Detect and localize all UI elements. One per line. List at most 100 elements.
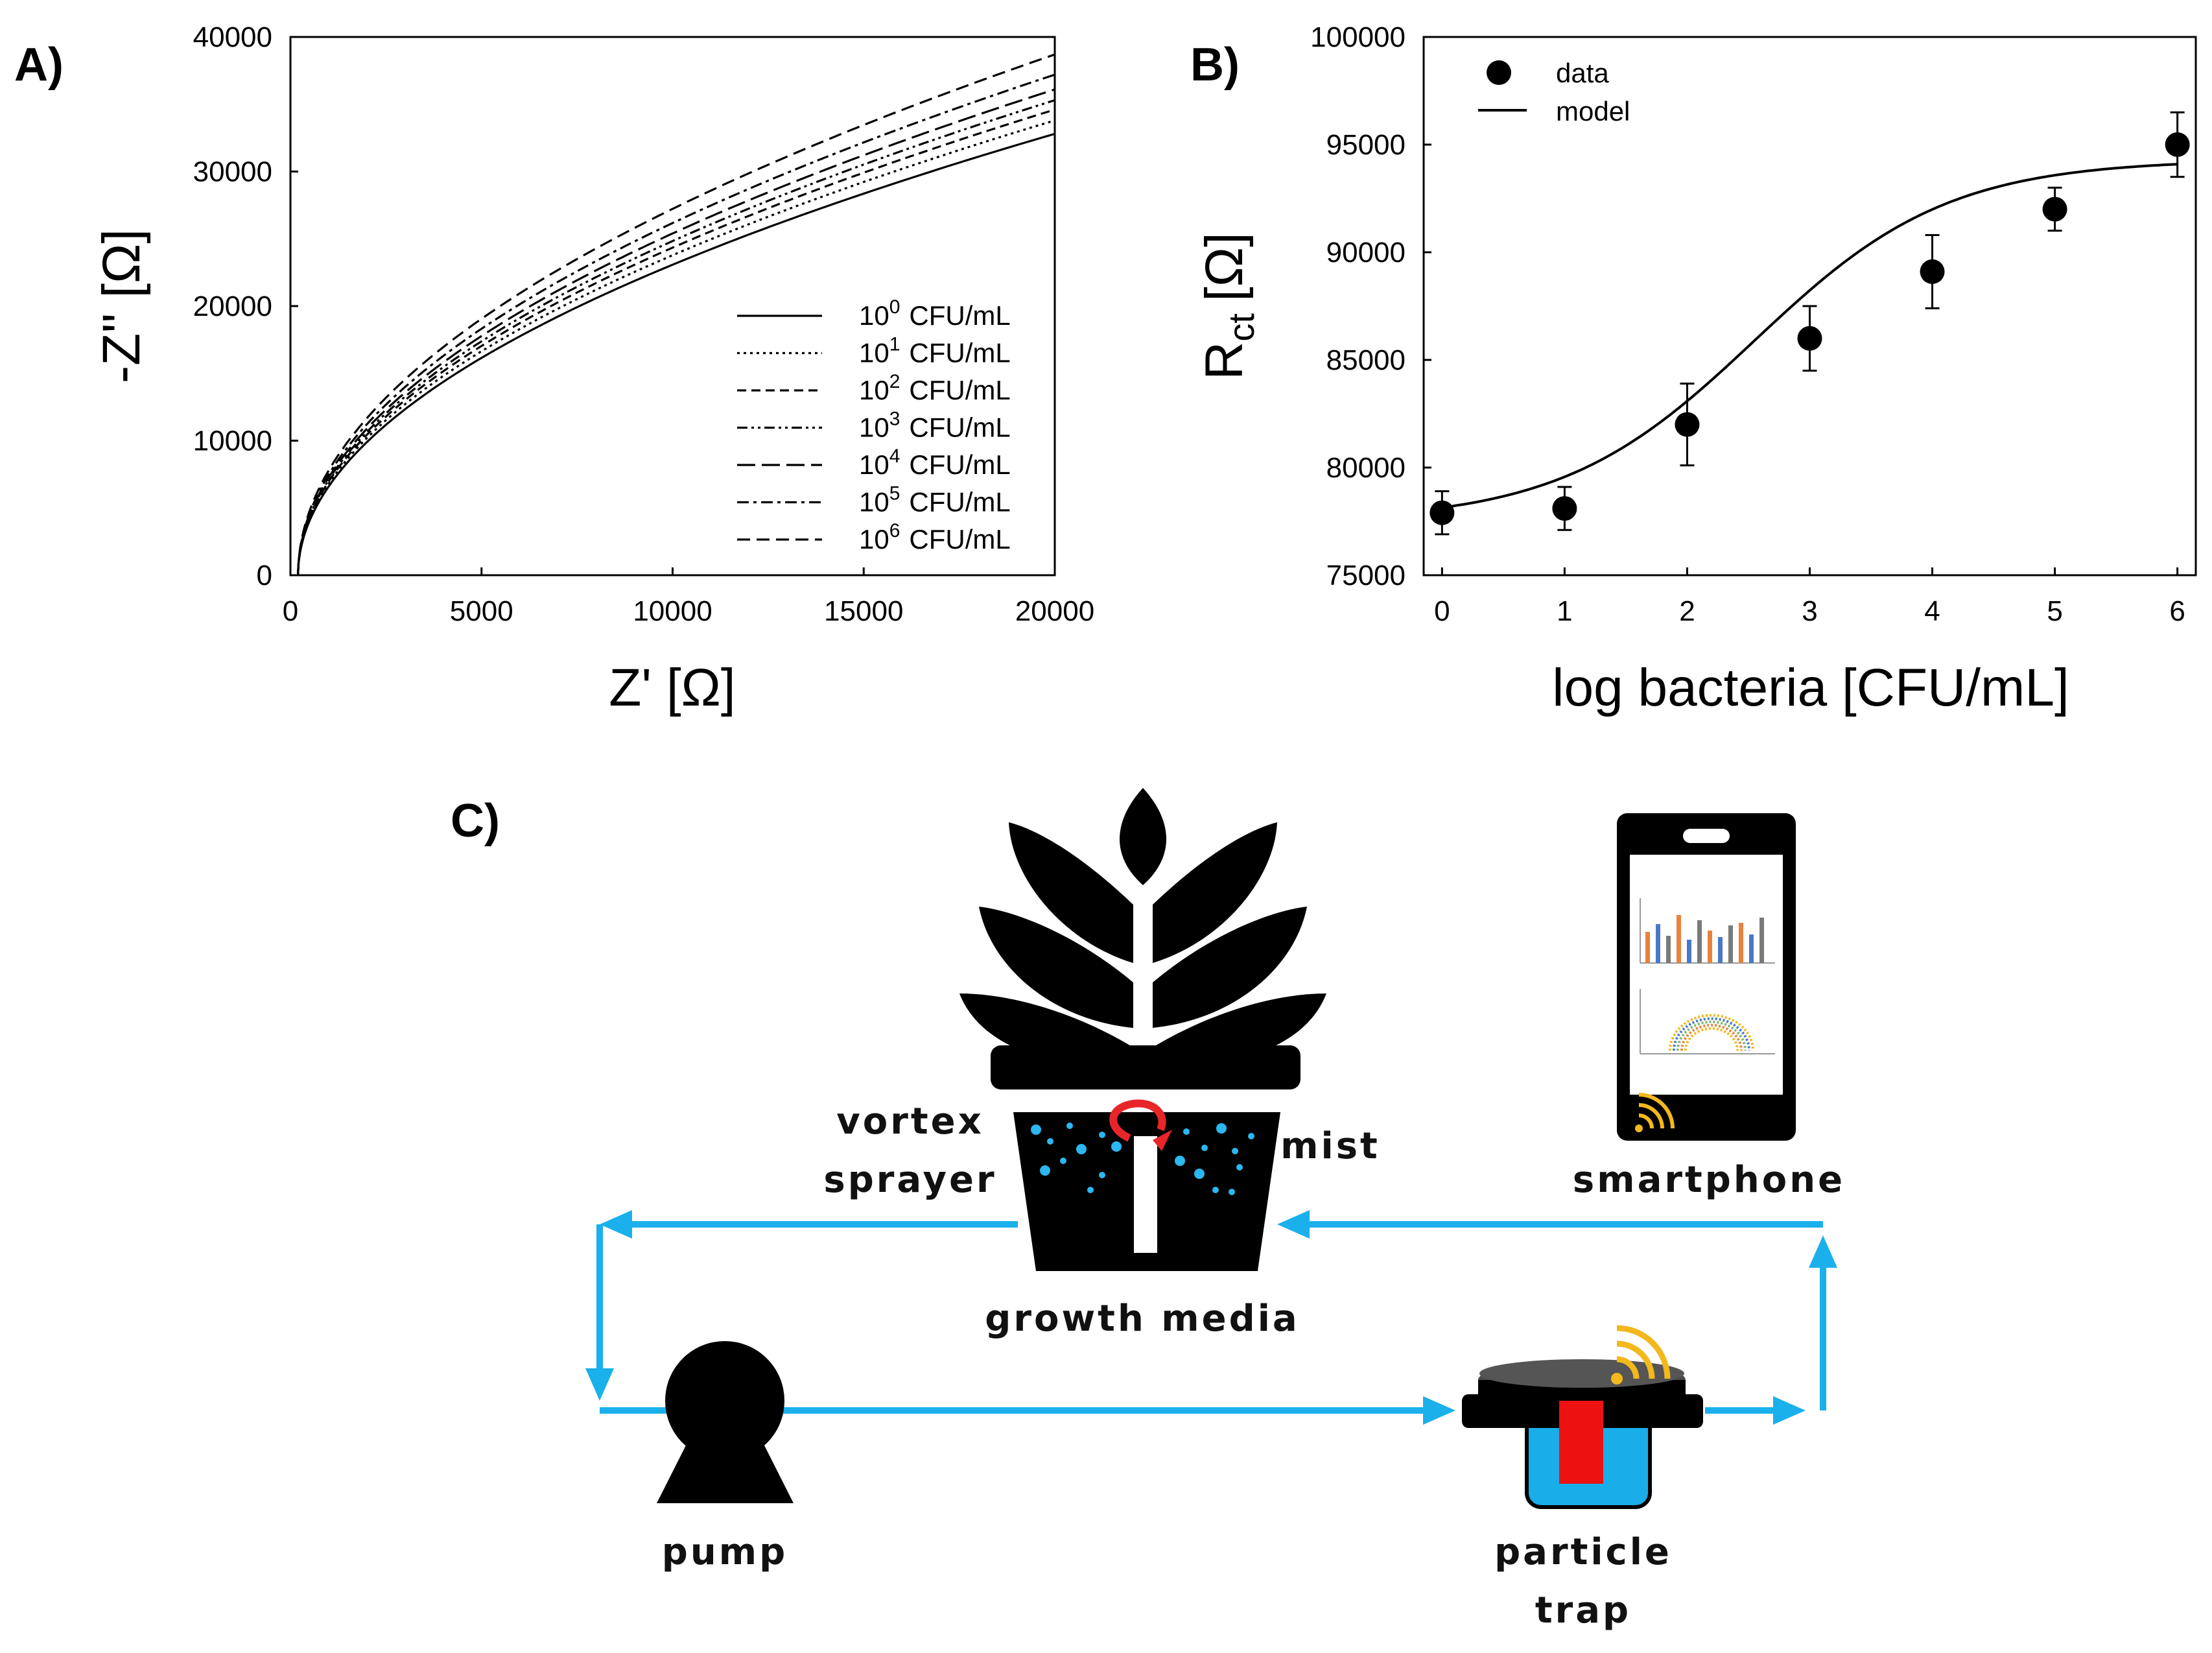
- label-smartphone: smartphone: [1573, 1159, 1845, 1201]
- chart-a-x-tick-label: 20000: [1015, 595, 1094, 627]
- legend-unit: CFU/mL: [909, 300, 1010, 331]
- chart-b-x-tick-label: 3: [1802, 595, 1817, 627]
- legend-exponent: 6: [889, 520, 900, 541]
- trap-wifi-dot: [1611, 1373, 1623, 1385]
- label-sprayer: sprayer: [823, 1159, 996, 1201]
- smartphone-icon: [1617, 813, 1796, 1141]
- label-vortex: vortex: [836, 1100, 983, 1143]
- mist-droplet: [1183, 1128, 1190, 1135]
- phone-wifi-icon: [1635, 1093, 1675, 1132]
- panel-b-label: B): [1190, 39, 1240, 91]
- phone-bar: [1759, 918, 1764, 963]
- pump-head: [665, 1341, 784, 1460]
- phone-bar: [1749, 934, 1754, 963]
- chart-b-y-tick-label: 80000: [1326, 452, 1406, 484]
- legend-exponent: 3: [889, 409, 900, 430]
- mist-droplet: [1248, 1133, 1254, 1139]
- phone-wifi-dot: [1635, 1124, 1643, 1132]
- arrowhead-trap-out: [1773, 1396, 1806, 1425]
- chart-b-data-point: [2042, 196, 2067, 222]
- mist-droplet: [1175, 1156, 1185, 1166]
- chart-b-ylabel-sub: ct: [1221, 313, 1262, 342]
- legend-base: 10: [859, 449, 889, 480]
- chart-a-series-line: [297, 132, 1055, 575]
- arrowhead-to-trap: [1423, 1396, 1455, 1425]
- mist-droplet: [1201, 1145, 1208, 1151]
- phone-bar: [1728, 925, 1733, 963]
- legend-exponent: 0: [889, 296, 900, 318]
- trap-wifi-icon: [1611, 1325, 1671, 1385]
- legend-base: 10: [859, 375, 889, 405]
- phone-wifi-arc-3: [1638, 1093, 1675, 1129]
- mist-droplets: [1031, 1123, 1254, 1195]
- chart-b-y-tick-label: 95000: [1326, 129, 1406, 161]
- chart-b-data-point: [2165, 132, 2190, 157]
- phone-bar: [1677, 915, 1681, 963]
- mist-droplet: [1099, 1132, 1105, 1138]
- arrowhead-left-top: [600, 1210, 632, 1239]
- chart-a-y-tick-label: 0: [257, 560, 272, 591]
- phone-plot-arc: [1673, 1017, 1750, 1051]
- mist-droplet: [1194, 1169, 1205, 1179]
- chart-a-series-line: [297, 88, 1055, 575]
- chart-b-legend: data model: [1478, 58, 1630, 126]
- legend-data-marker: [1487, 60, 1511, 85]
- arrowhead-right-up: [1809, 1235, 1837, 1268]
- chart-a-series-line: [297, 53, 1055, 575]
- phone-bar: [1645, 932, 1650, 963]
- chart-b-data-point: [1797, 326, 1822, 351]
- vortex-arrowhead: [1153, 1130, 1172, 1151]
- label-particle: particle: [1494, 1531, 1672, 1573]
- phone-bar: [1718, 937, 1723, 963]
- chart-a-x-tick-label: 5000: [450, 595, 513, 627]
- chart-a-xlabel: Z' [Ω]: [609, 658, 735, 717]
- legend-base: 10: [859, 338, 889, 368]
- mist-droplet: [1031, 1124, 1041, 1135]
- legend-unit: CFU/mL: [909, 412, 1010, 443]
- chart-b-ylabel: Rct[Ω]: [1195, 232, 1262, 380]
- legend-base: 10: [859, 524, 889, 554]
- trap-wifi-arc-3: [1616, 1325, 1671, 1379]
- pot-rim: [991, 1045, 1300, 1089]
- phone-screen-nyquist-plot: [1640, 989, 1775, 1054]
- mist-droplet: [1229, 1189, 1235, 1195]
- phone-wifi-arc-2: [1638, 1103, 1664, 1129]
- arrowhead-left-down: [585, 1368, 614, 1401]
- mist-droplet: [1087, 1187, 1094, 1193]
- mist-droplet: [1066, 1123, 1073, 1129]
- trap-sensor: [1559, 1401, 1603, 1484]
- mist-droplet: [1236, 1164, 1243, 1171]
- phone-bar: [1739, 923, 1743, 963]
- chart-b-ylabel-main: R: [1195, 342, 1254, 380]
- mist-droplet: [1111, 1141, 1122, 1152]
- chart-b-y-tick-label: 75000: [1326, 560, 1406, 591]
- chart-a-ylabel: -Z'' [Ω]: [92, 229, 151, 383]
- system-diagram: vortex sprayer mist growth media smartph…: [585, 788, 1845, 1632]
- chart-b-points: [1430, 111, 2190, 536]
- mist-droplet: [1060, 1158, 1066, 1164]
- panel-c-label: C): [451, 795, 500, 847]
- phone-bar: [1656, 924, 1660, 963]
- phone-screen-bar-chart: [1640, 898, 1775, 964]
- mist-droplet: [1047, 1138, 1053, 1145]
- mist-droplet: [1040, 1165, 1050, 1176]
- pump-base: [657, 1436, 794, 1503]
- chart-b-x-tick-label: 6: [2169, 595, 2185, 627]
- chart-b-x-tick-label: 5: [2047, 595, 2062, 627]
- legend-model-label: model: [1556, 96, 1630, 126]
- chart-a-x-tick-label: 15000: [824, 595, 903, 627]
- phone-wifi-arc-1: [1638, 1113, 1654, 1129]
- plant-leaf-upper-right: [1153, 822, 1277, 963]
- chart-a-x-tick-label: 10000: [633, 595, 712, 627]
- chart-b-y-tick-label: 100000: [1310, 21, 1406, 53]
- plant-leaf-upper-left: [1009, 822, 1133, 963]
- phone-bar: [1708, 931, 1712, 963]
- chart-a-y-tick-label: 20000: [193, 291, 272, 322]
- chart-b-x-tick-label: 0: [1434, 595, 1450, 627]
